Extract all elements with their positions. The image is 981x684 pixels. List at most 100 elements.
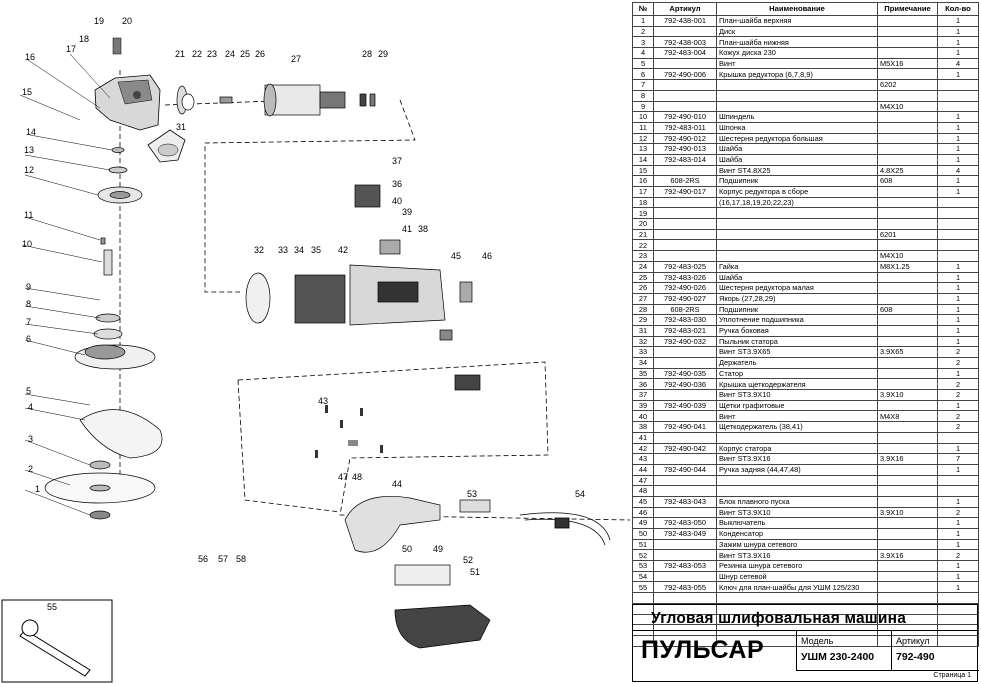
cell-qty: [937, 474, 979, 487]
cell-name: Винт: [716, 410, 878, 423]
cell-article: 792-490-042: [653, 442, 717, 455]
cell-qty: 1: [937, 314, 979, 326]
callout-19: 19: [94, 16, 104, 26]
cell-note: 6201: [877, 228, 938, 241]
cell-name: Шестерня редуктора малая: [716, 282, 878, 294]
cell-article: [653, 549, 717, 562]
table-header-row: № Артикул Наименование Примечание Кол-во: [632, 2, 979, 16]
exploded-parts-diagram: 1 2 3 4 5 6 7 8 9 10 11 12 13 14 15 16 1…: [1, 16, 631, 683]
callout-3: 3: [28, 434, 33, 444]
cell-name: [716, 228, 878, 241]
cell-note: [877, 463, 938, 476]
cell-name: Винт ST3.9X10: [716, 506, 878, 519]
cell-name: [716, 207, 878, 220]
cell-name: [716, 250, 878, 262]
page-label: Страница 1: [933, 672, 971, 679]
cell-note: [877, 495, 938, 508]
cell-qty: [937, 634, 979, 647]
cell-number: 50: [632, 528, 654, 540]
table-row: [632, 592, 979, 604]
callout-34: 34: [294, 245, 304, 255]
cell-qty: 1: [937, 399, 979, 412]
cell-article: 792-483-043: [653, 495, 717, 508]
cell-name: Кожух диска 230: [716, 47, 878, 59]
cell-note: M4X10: [877, 100, 938, 113]
divider: [796, 630, 797, 670]
callout-17: 17: [66, 44, 76, 54]
cell-article: 792-490-027: [653, 292, 717, 305]
cell-qty: [937, 196, 979, 209]
cell-note: [877, 89, 938, 102]
cell-name: Уплотнение подшипника: [716, 314, 878, 326]
cell-number: 48: [632, 485, 654, 497]
cell-article: 792-490-013: [653, 143, 717, 155]
cell-qty: [937, 592, 979, 604]
screw-group: [315, 405, 383, 458]
callout-11: 11: [24, 210, 33, 220]
cell-qty: 1: [937, 132, 979, 145]
callout-16: 16: [25, 52, 35, 62]
cell-number: 37: [632, 389, 654, 401]
cell-name: Шайба: [716, 143, 878, 155]
callout-26: 26: [255, 49, 265, 59]
cell-article: 792-483-014: [653, 153, 717, 166]
cell-article: 608-2RS: [653, 175, 717, 187]
cell-qty: 1: [937, 47, 979, 59]
cell-name: [716, 474, 878, 487]
cell-note: [877, 335, 938, 348]
callout-44: 44: [392, 479, 402, 489]
cell-name: Винт ST3.9X10: [716, 389, 878, 401]
cell-name: Ручка боковая: [716, 324, 878, 337]
cell-article: 608-2RS: [653, 303, 717, 316]
cell-name: Шпиндель: [716, 111, 878, 123]
cell-article: 792-483-011: [653, 121, 717, 134]
cell-name: Винт ST4.8X25: [716, 164, 878, 177]
table-row: 19: [632, 207, 979, 220]
cell-name: Винт ST3.9X65: [716, 346, 878, 358]
cell-note: [877, 570, 938, 583]
cell-qty: 1: [937, 186, 979, 198]
callout-29: 29: [378, 49, 388, 59]
cell-name: [716, 79, 878, 91]
cell-name: [716, 218, 878, 230]
cell-name: Винт ST3.9X16: [716, 453, 878, 465]
article-label: Артикул: [896, 636, 930, 646]
cell-number: 7: [632, 79, 654, 91]
cell-article: [653, 239, 717, 252]
callout-48: 48: [352, 472, 362, 482]
cell-name: Статор: [716, 367, 878, 380]
cell-article: 792-490-041: [653, 421, 717, 433]
callout-36: 36: [392, 179, 402, 189]
callout-31: 31: [176, 122, 186, 132]
cell-note: [877, 111, 938, 123]
cell-note: [877, 538, 938, 551]
cell-name: Крышка щеткодержателя: [716, 378, 878, 391]
cell-name: Ручка задняя (44,47,48): [716, 463, 878, 476]
cell-qty: 1: [937, 560, 979, 572]
cell-qty: 1: [937, 271, 979, 284]
table-row: 20: [632, 218, 979, 230]
cell-number: 12: [632, 132, 654, 145]
cell-note: 608: [877, 303, 938, 316]
cell-name: [716, 239, 878, 252]
cell-note: [877, 143, 938, 155]
cell-number: 5: [632, 57, 654, 70]
cell-number: 35: [632, 367, 654, 380]
cell-article: [653, 25, 717, 38]
cell-note: [877, 367, 938, 380]
cell-number: 52: [632, 549, 654, 562]
col-number-header: №: [632, 2, 654, 16]
cell-article: [653, 453, 717, 465]
cell-name: [716, 89, 878, 102]
cell-name: Диск: [716, 25, 878, 38]
cell-qty: 1: [937, 36, 979, 49]
